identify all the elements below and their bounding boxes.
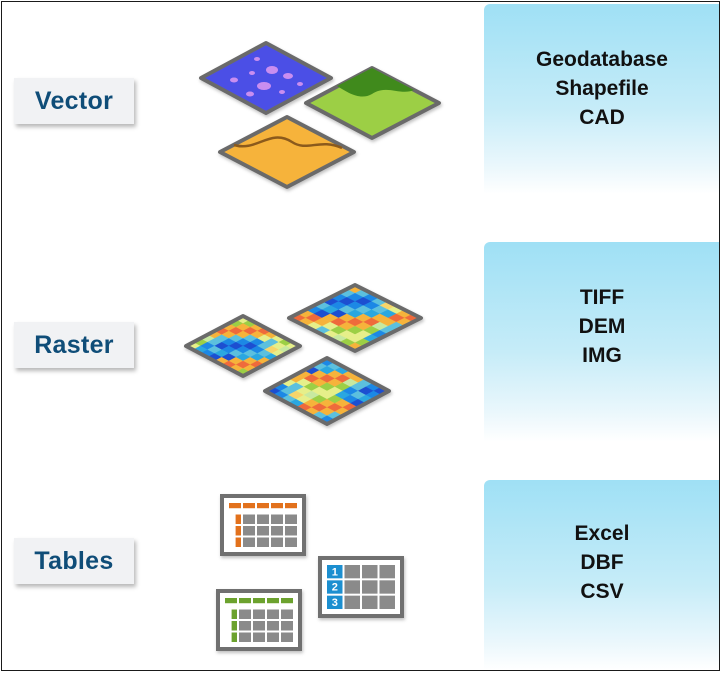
table-cell [271, 514, 283, 524]
format-excel: Excel [574, 522, 630, 545]
table-cell [327, 565, 343, 579]
table-cell [281, 621, 293, 631]
table-cell [362, 580, 378, 594]
table-cell [285, 514, 297, 524]
format-shapefile: Shapefile [555, 77, 649, 100]
format-cad: CAD [579, 106, 625, 129]
table-row-number: 2 [332, 582, 338, 594]
tables-label: Tables [14, 538, 134, 584]
raster-grid-tile-icon [263, 356, 391, 426]
table-cell [379, 580, 395, 594]
raster-tile-border [287, 283, 423, 353]
table-cell [239, 609, 251, 619]
table-cell [285, 503, 297, 509]
table-cell [271, 503, 283, 509]
raster-grid-tile-icon [287, 283, 423, 353]
table-cell [267, 609, 279, 619]
table-cell [362, 565, 378, 579]
table-cell [344, 595, 360, 609]
table-cell [243, 537, 255, 547]
format-dbf: DBF [580, 551, 624, 574]
table-cell [271, 537, 283, 547]
table-cell [327, 580, 343, 594]
tables-formats-box: Excel DBF CSV [484, 480, 719, 670]
format-csv: CSV [580, 580, 624, 603]
raster-grid-tile-icon [184, 314, 302, 378]
table-cell [257, 537, 269, 547]
raster-label: Raster [14, 322, 134, 368]
table-cell [344, 580, 360, 594]
raster-formats-box: TIFF DEM IMG [484, 242, 719, 442]
vector-formats-box: Geodatabase Shapefile CAD [484, 4, 719, 194]
table-cell [243, 503, 255, 509]
table-cell [281, 609, 293, 619]
table-cell [243, 526, 255, 536]
table-row-number: 3 [332, 597, 338, 609]
table-cell [235, 514, 241, 524]
table-cell [253, 598, 265, 604]
raster-tile-border [263, 356, 391, 426]
table-cell [257, 526, 269, 536]
table-cell [225, 598, 237, 604]
format-geodatabase: Geodatabase [536, 48, 668, 71]
table-cell [267, 598, 279, 604]
table-cell [267, 621, 279, 631]
table-cell [235, 526, 241, 536]
table-cell [267, 632, 279, 642]
table-cell [231, 621, 237, 631]
table-cell [229, 503, 241, 509]
format-dem: DEM [578, 315, 626, 338]
table-cell [231, 632, 237, 642]
line-map-tile-icon [218, 115, 356, 189]
orange-table-icon [220, 494, 306, 556]
table-cell [253, 621, 265, 631]
table-cell [285, 526, 297, 536]
raster-tile-border [184, 314, 302, 378]
table-icons: 1 2 3 [216, 494, 404, 651]
table-cell [239, 632, 251, 642]
table-cell [231, 609, 237, 619]
green-table-icon [216, 589, 302, 651]
format-img: IMG [582, 344, 622, 367]
table-cell [362, 595, 378, 609]
format-tiff: TIFF [579, 286, 625, 309]
table-cell [239, 621, 251, 631]
table-cell [257, 514, 269, 524]
table-cell [253, 609, 265, 619]
raster-tiles [184, 283, 423, 426]
table-cell [379, 595, 395, 609]
polygon-map-tile-icon [304, 66, 441, 140]
table-cell [281, 632, 293, 642]
vector-label: Vector [14, 78, 134, 124]
table-cell [327, 595, 343, 609]
table-row-number: 1 [332, 566, 338, 578]
table-cell [257, 503, 269, 509]
table-cell [344, 565, 360, 579]
table-cell [235, 537, 241, 547]
table-cell [379, 565, 395, 579]
points-map-tile-icon [199, 41, 333, 115]
numbered-table-icon: 1 2 3 [318, 556, 404, 618]
table-cell [285, 537, 297, 547]
table-cell [243, 514, 255, 524]
table-cell [239, 598, 251, 604]
table-cell [271, 526, 283, 536]
table-cell [281, 598, 293, 604]
table-cell [253, 632, 265, 642]
